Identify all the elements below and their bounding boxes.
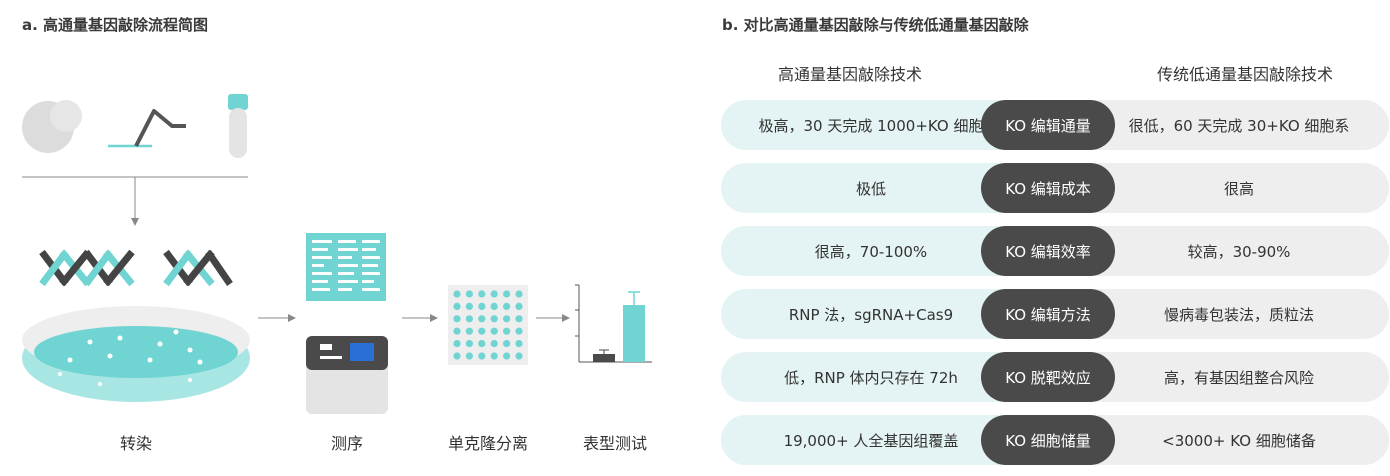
- well: [490, 352, 498, 360]
- well: [478, 352, 486, 360]
- header-low-throughput: 传统低通量基因敲除技术: [1156, 65, 1334, 84]
- step-label-phenotype-test: 表型测试: [582, 434, 648, 453]
- well: [490, 302, 498, 310]
- well: [490, 315, 498, 323]
- row-left-value: 低，RNP 体内只存在 72h: [721, 352, 1021, 402]
- phenotype-bar-chart-icon: [575, 284, 652, 363]
- row-criterion: KO 编辑通量: [981, 100, 1115, 150]
- well: [490, 327, 498, 335]
- well: [453, 290, 461, 298]
- well: [515, 302, 523, 310]
- well: [465, 340, 473, 348]
- row-right-value: 较高，30-90%: [1089, 226, 1389, 276]
- row-right-value: 高，有基因组整合风险: [1089, 352, 1389, 402]
- well: [503, 352, 511, 360]
- well: [515, 352, 523, 360]
- well: [515, 340, 523, 348]
- workflow-panel: a. 高通量基因敲除流程简图: [22, 16, 652, 453]
- test-tube-icon: [228, 94, 248, 158]
- well: [453, 315, 461, 323]
- sequencing-gel-icon: [306, 233, 386, 301]
- well: [490, 290, 498, 298]
- sequencer-machine-icon: [306, 336, 388, 414]
- arrow-down-icon: [131, 177, 139, 226]
- row-left-value: RNP 法，sgRNA+Cas9: [721, 289, 1021, 339]
- panel-b-title: b. 对比高通量基因敲除与传统低通量基因敲除: [722, 16, 1029, 34]
- comparison-row: 19,000+ 人全基因组覆盖 <3000+ KO 细胞储备 KO 细胞储量: [721, 415, 1389, 465]
- panel-a-title: a. 高通量基因敲除流程简图: [22, 16, 209, 34]
- well: [490, 340, 498, 348]
- row-left-value: 很高，70-100%: [721, 226, 1021, 276]
- workflow-diagram: [22, 94, 652, 414]
- well-plate-icon: [448, 285, 528, 365]
- comparison-row: 低，RNP 体内只存在 72h 高，有基因组整合风险 KO 脱靶效应: [721, 352, 1389, 402]
- row-right-value: 慢病毒包装法，质粒法: [1089, 289, 1389, 339]
- comparison-row: RNP 法，sgRNA+Cas9 慢病毒包装法，质粒法 KO 编辑方法: [721, 289, 1389, 339]
- well: [503, 327, 511, 335]
- comparison-panel: b. 对比高通量基因敲除与传统低通量基因敲除 高通量基因敲除技术 传统低通量基因…: [718, 0, 1390, 476]
- well: [453, 327, 461, 335]
- well: [515, 315, 523, 323]
- well: [515, 327, 523, 335]
- well: [465, 302, 473, 310]
- well: [465, 352, 473, 360]
- well: [453, 352, 461, 360]
- header-high-throughput: 高通量基因敲除技术: [777, 65, 923, 84]
- row-criterion: KO 编辑效率: [981, 226, 1115, 276]
- row-left-value: 19,000+ 人全基因组覆盖: [721, 415, 1021, 465]
- well: [465, 290, 473, 298]
- well: [503, 302, 511, 310]
- row-right-value: 很低，60 天完成 30+KO 细胞系: [1089, 100, 1389, 150]
- well: [503, 340, 511, 348]
- well: [503, 290, 511, 298]
- row-criterion: KO 编辑成本: [981, 163, 1115, 213]
- arrow-right-icon: [536, 314, 570, 322]
- arrow-right-icon: [258, 314, 296, 322]
- well: [478, 290, 486, 298]
- step-label-sequencing: 测序: [330, 434, 364, 453]
- well: [465, 327, 473, 335]
- row-criterion: KO 编辑方法: [981, 289, 1115, 339]
- row-criterion: KO 细胞储量: [981, 415, 1115, 465]
- well: [478, 315, 486, 323]
- dna-strands-icon: [39, 249, 233, 287]
- step-label-clone-isolation: 单克隆分离: [447, 434, 529, 453]
- row-right-value: 很高: [1089, 163, 1389, 213]
- row-right-value: <3000+ KO 细胞储备: [1089, 415, 1389, 465]
- comparison-row: 很高，70-100% 较高，30-90% KO 编辑效率: [721, 226, 1389, 276]
- cells-icon: [22, 100, 82, 153]
- well: [478, 340, 486, 348]
- well: [453, 340, 461, 348]
- step-label-transfection: 转染: [119, 434, 153, 453]
- arrow-right-icon: [402, 314, 438, 322]
- well: [465, 315, 473, 323]
- row-left-value: 极高，30 天完成 1000+KO 细胞: [721, 100, 1021, 150]
- well: [503, 315, 511, 323]
- well: [478, 302, 486, 310]
- peak-curve-icon: [108, 109, 186, 148]
- comparison-row: 极高，30 天完成 1000+KO 细胞 很低，60 天完成 30+KO 细胞系…: [721, 100, 1389, 150]
- well: [478, 327, 486, 335]
- well: [515, 290, 523, 298]
- row-criterion: KO 脱靶效应: [981, 352, 1115, 402]
- petri-dish-icon: [22, 306, 250, 402]
- row-left-value: 极低: [721, 163, 1021, 213]
- comparison-row: 极低 很高 KO 编辑成本: [721, 163, 1389, 213]
- well: [453, 302, 461, 310]
